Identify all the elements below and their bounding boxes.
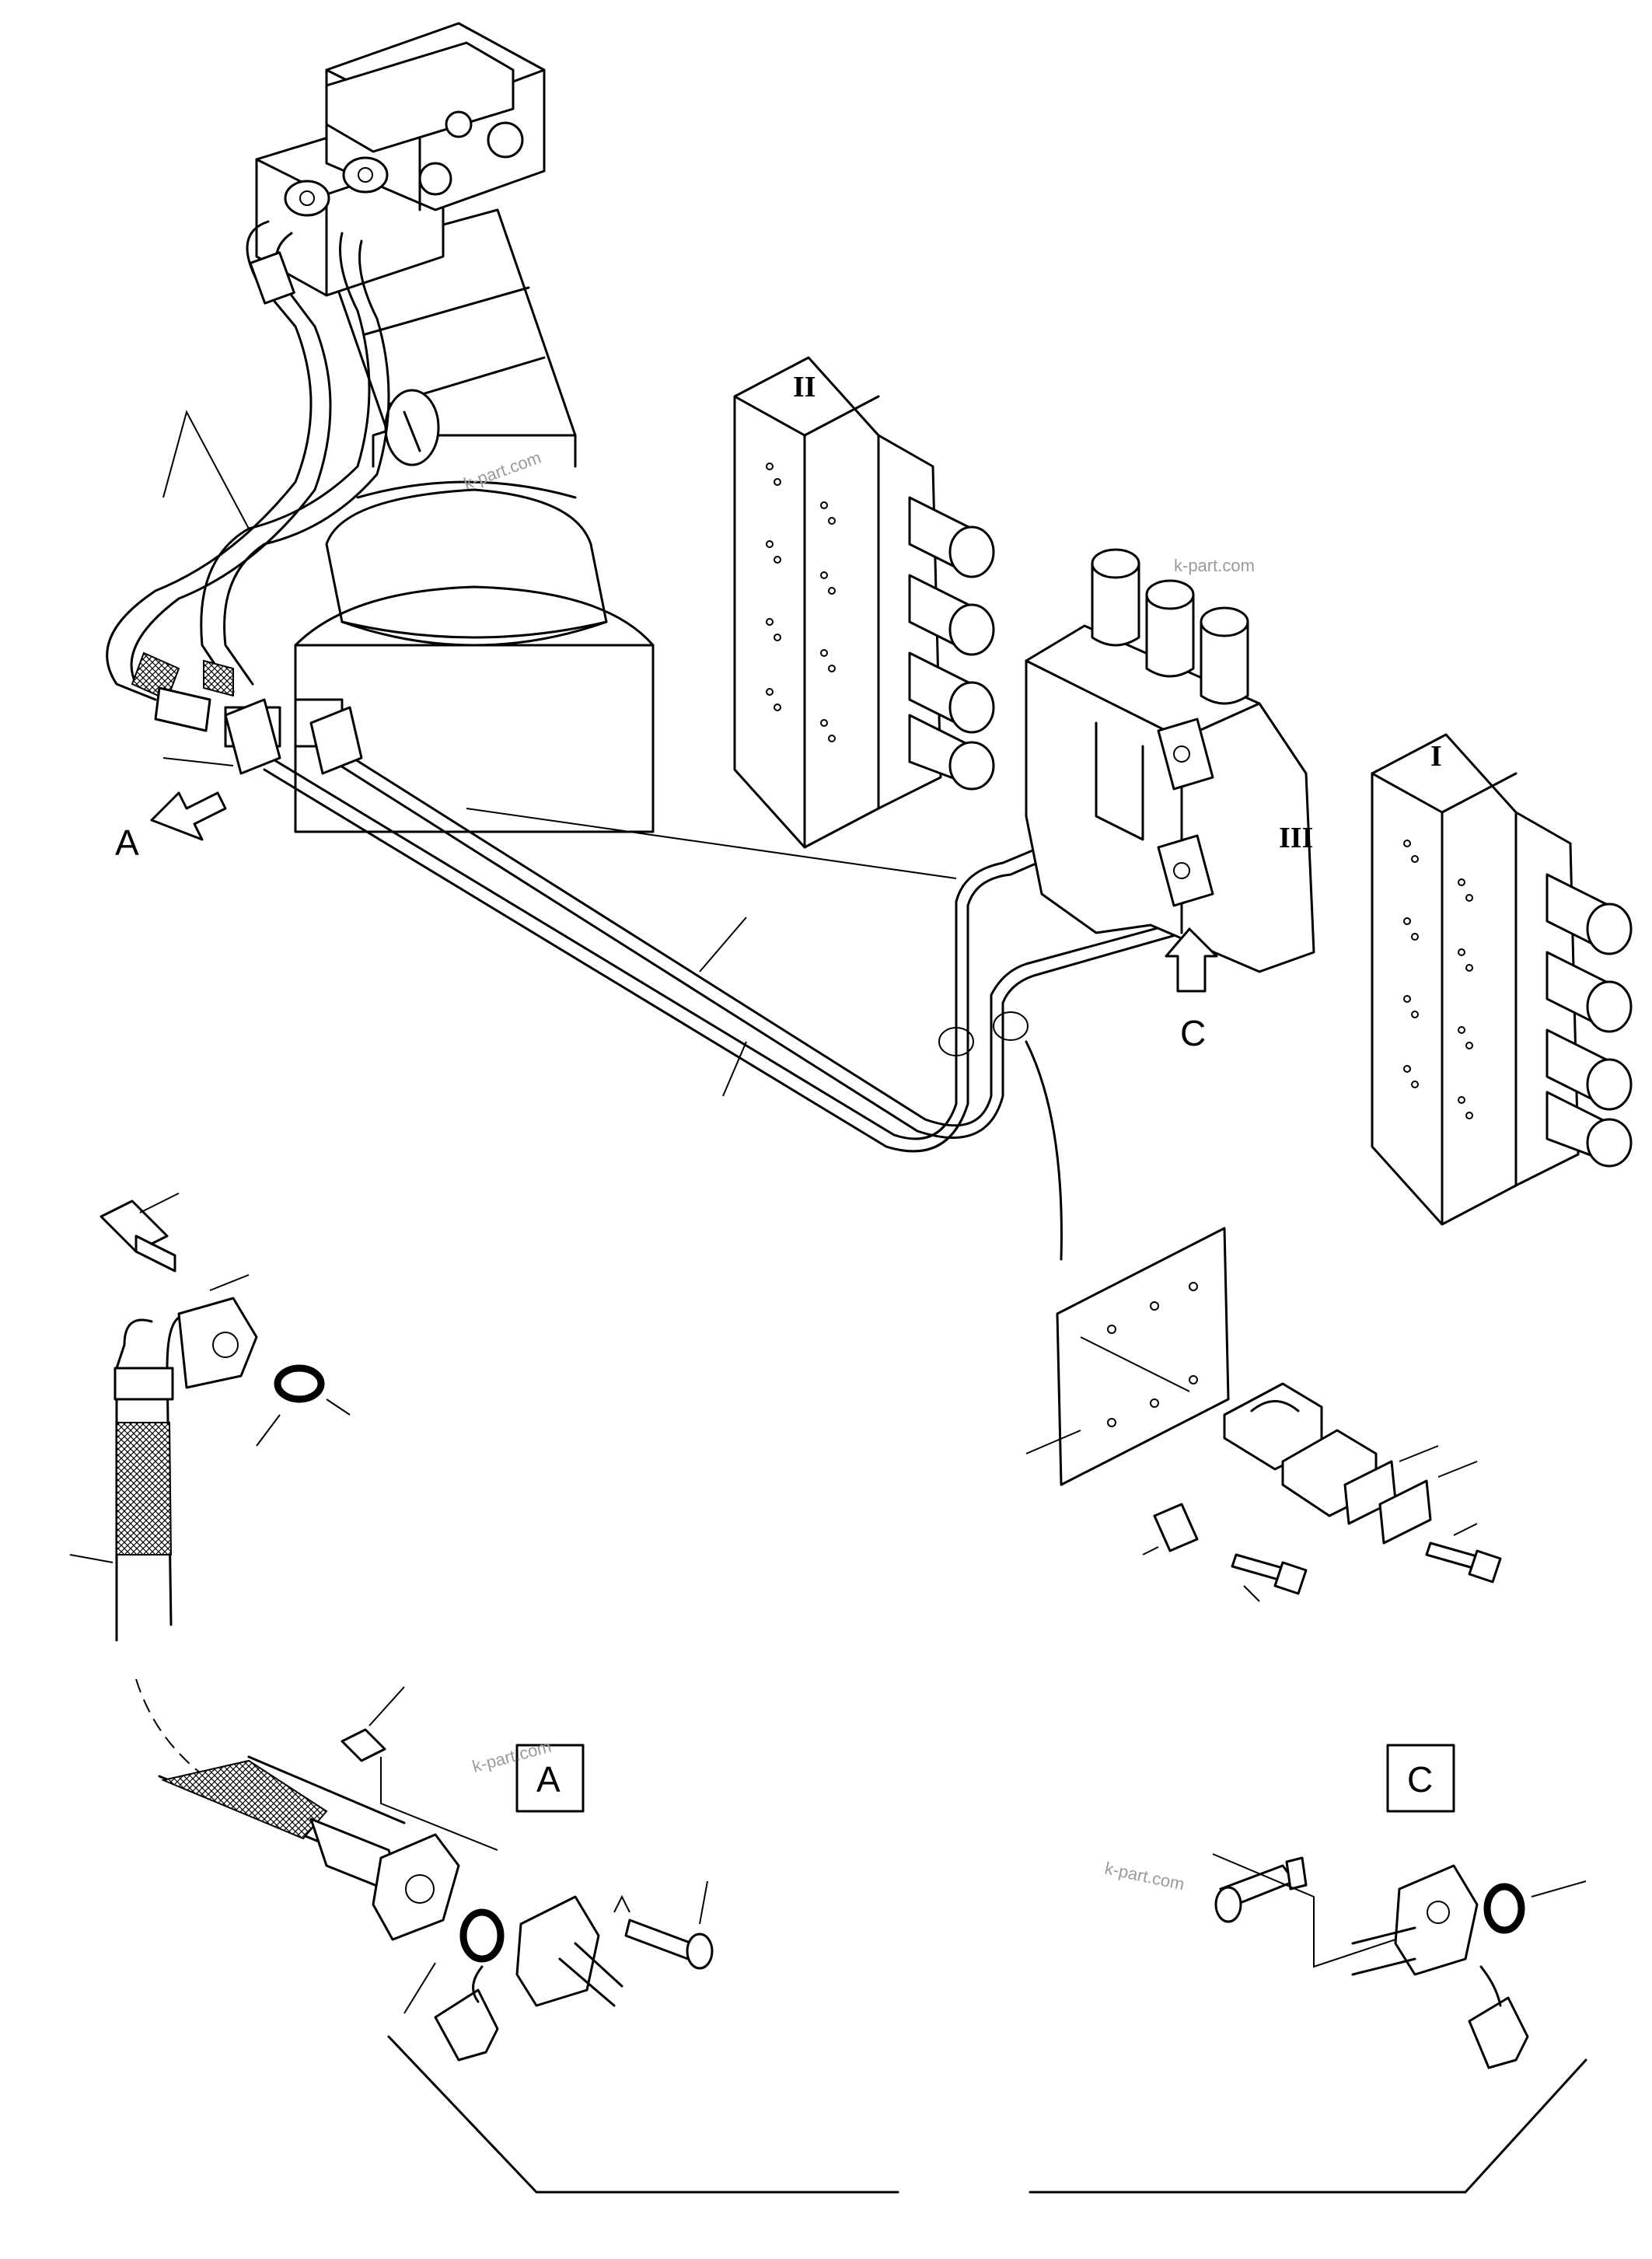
valve-ii-label: II [793, 371, 816, 403]
detail-c-label: C [1407, 1759, 1433, 1800]
valve-i-label: I [1430, 740, 1442, 773]
detail-a-label: A [536, 1759, 561, 1800]
arrow-c-label: C [1180, 1013, 1206, 1053]
valve-ii-spools [908, 496, 995, 791]
tube-flange-a [224, 698, 363, 775]
view-arrow-a: A [115, 791, 227, 863]
swivel-joint [255, 22, 655, 833]
valve-iii-solenoids [1091, 548, 1249, 705]
valve-iii-label: III [1279, 822, 1313, 854]
detail-view-a: A [158, 1686, 899, 2194]
hose-end-exploded [69, 1192, 351, 1781]
valve-i-spools [1545, 873, 1633, 1168]
detail-a-box [515, 1744, 585, 1813]
hose-leader [162, 410, 250, 529]
view-arrow-c: C [1165, 927, 1218, 1053]
control-valve-iii: III [1025, 548, 1315, 973]
tube-clamp-detail [1025, 1227, 1502, 1602]
control-valve-ii: II [733, 356, 995, 849]
detail-c-box [1386, 1744, 1455, 1813]
clamp-leader [1025, 1040, 1063, 1261]
detail-view-c: C [1029, 1744, 1587, 2194]
watermark: k-part.com [1103, 1858, 1186, 1894]
watermark: k-part.com [1174, 556, 1255, 575]
arrow-a-label: A [115, 822, 139, 863]
steel-tube-assembly [162, 745, 1199, 1153]
control-valve-i: I [1371, 733, 1633, 1226]
